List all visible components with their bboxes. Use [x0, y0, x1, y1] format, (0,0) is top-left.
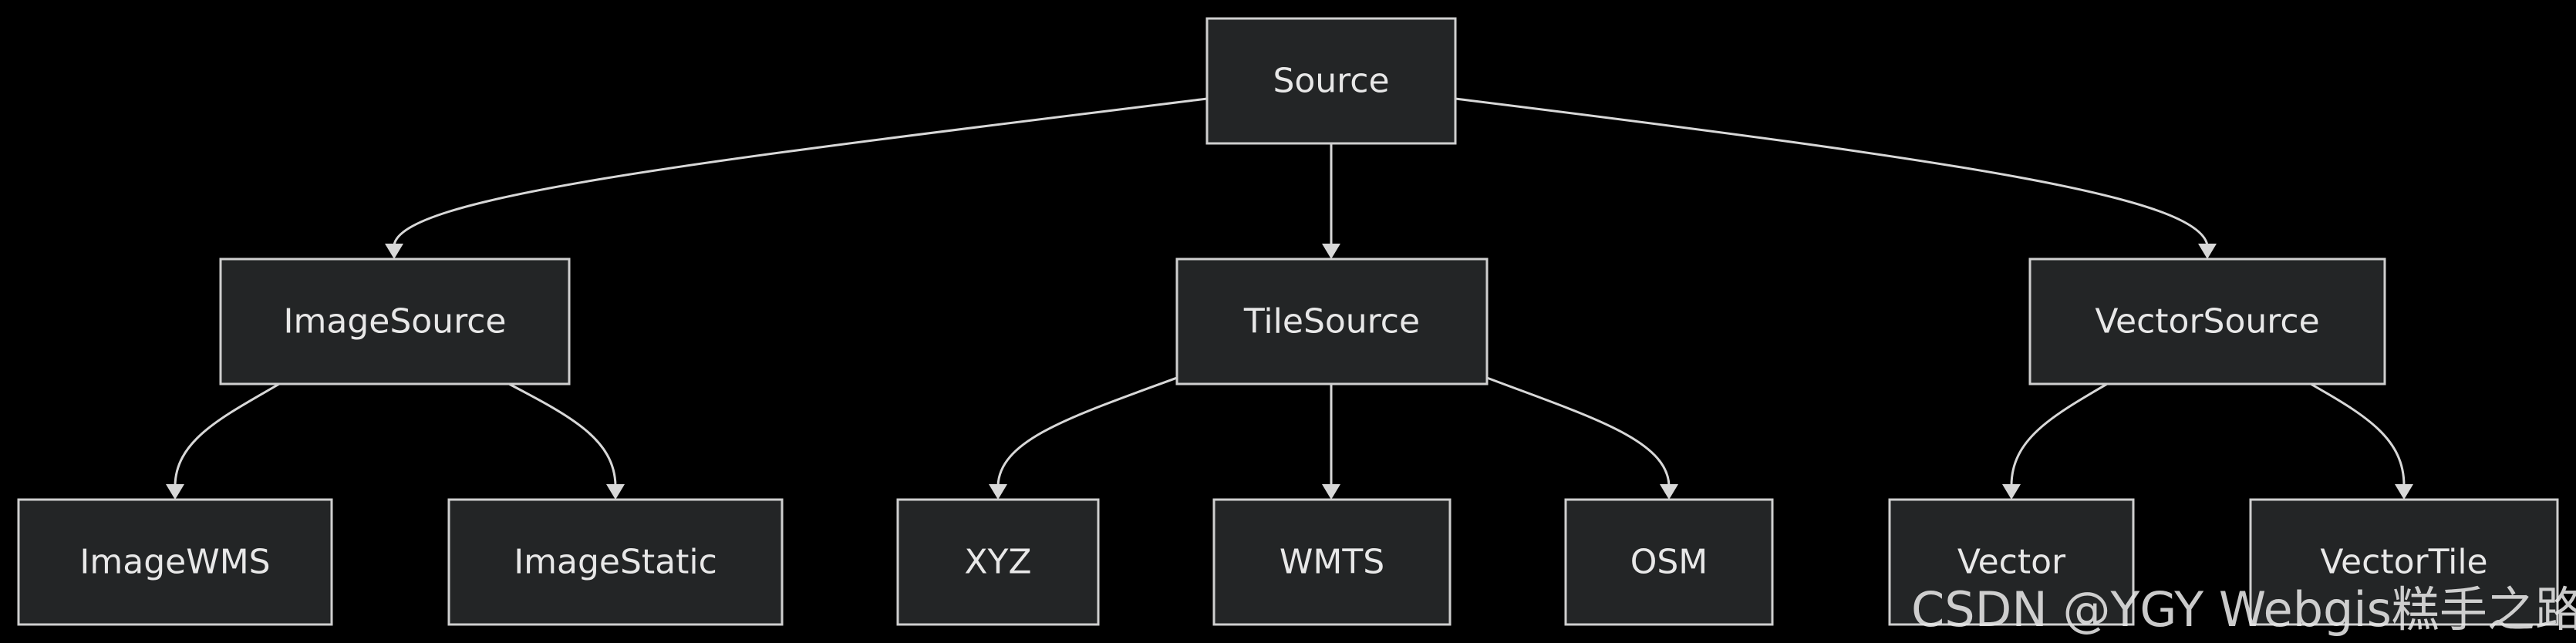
node-box — [2028, 258, 2386, 385]
arrowhead-icon — [166, 484, 184, 500]
node-box — [2249, 498, 2559, 626]
node-source: Source — [1205, 17, 1457, 145]
node-image-wms: ImageWMS — [17, 498, 333, 626]
edge-image-source-to-image-static — [508, 382, 625, 500]
edge-vector-source-to-vector — [2002, 382, 2108, 500]
node-box — [1888, 498, 2135, 626]
arrowhead-icon — [606, 484, 625, 500]
node-xyz: XYZ — [896, 498, 1100, 626]
node-label: VectorSource — [2095, 302, 2319, 342]
edge-line — [1486, 376, 1671, 486]
node-box — [447, 498, 784, 626]
edge-line — [1455, 97, 2209, 246]
arrowhead-icon — [1322, 244, 1340, 259]
arrowhead-icon — [2395, 484, 2413, 500]
arrowhead-icon — [989, 484, 1007, 500]
node-label: XYZ — [964, 543, 1031, 582]
watermark-text: CSDN @YGY Webgis糕手之路 — [1911, 581, 2576, 638]
node-box — [1212, 498, 1452, 626]
node-box — [896, 498, 1100, 626]
edge-source-to-image-source — [385, 97, 1208, 259]
arrowhead-icon — [1322, 484, 1340, 500]
node-box — [1564, 498, 1774, 626]
node-box — [219, 258, 571, 385]
edge-image-source-to-image-wms — [166, 382, 280, 500]
edge-vector-source-to-vector-tile — [2310, 382, 2413, 500]
edge-line — [2310, 382, 2406, 486]
edge-tile-source-to-osm — [1486, 376, 1678, 500]
node-box — [1205, 17, 1457, 145]
arrowhead-icon — [2198, 244, 2217, 259]
edge-line — [174, 382, 280, 486]
edge-line — [508, 382, 617, 486]
edge-source-to-vector-source — [1455, 97, 2217, 259]
node-box — [1175, 258, 1489, 385]
node-osm: OSM — [1564, 498, 1774, 626]
edges-layer — [166, 97, 2413, 500]
node-label: ImageWMS — [79, 543, 270, 582]
node-image-static: ImageStatic — [447, 498, 784, 626]
node-label: ImageSource — [284, 302, 507, 342]
node-vector-tile: VectorTile — [2249, 498, 2559, 626]
node-label: WMTS — [1280, 543, 1384, 582]
node-label: OSM — [1630, 543, 1708, 582]
edge-line — [2010, 382, 2108, 486]
node-tile-source: TileSource — [1175, 258, 1489, 385]
node-vector-source: VectorSource — [2028, 258, 2386, 385]
arrowhead-icon — [1660, 484, 1678, 500]
node-wmts: WMTS — [1212, 498, 1452, 626]
node-label: VectorTile — [2320, 543, 2487, 582]
node-label: Vector — [1957, 543, 2066, 582]
edge-line — [393, 97, 1208, 246]
edge-line — [996, 376, 1178, 486]
arrowhead-icon — [2002, 484, 2021, 500]
node-image-source: ImageSource — [219, 258, 571, 385]
edge-source-to-tile-source — [1322, 143, 1340, 259]
node-box — [17, 498, 333, 626]
node-label: ImageStatic — [514, 543, 717, 582]
node-vector: Vector — [1888, 498, 2135, 626]
edge-tile-source-to-xyz — [989, 376, 1178, 500]
arrowhead-icon — [385, 244, 403, 259]
edge-tile-source-to-wmts — [1322, 384, 1340, 500]
node-label: Source — [1273, 62, 1389, 101]
node-label: TileSource — [1243, 302, 1420, 342]
